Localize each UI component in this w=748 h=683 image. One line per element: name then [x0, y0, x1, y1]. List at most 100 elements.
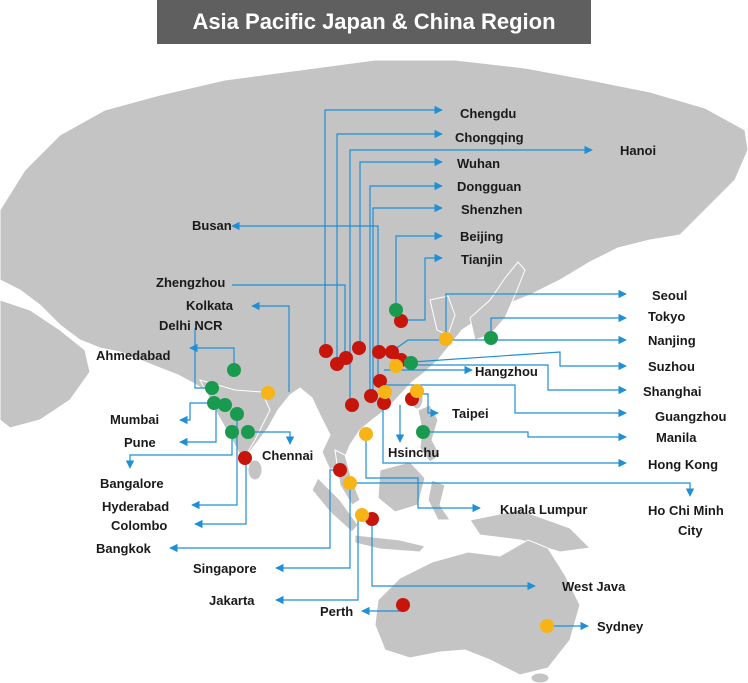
- line-shanghai: [396, 364, 627, 395]
- line-chongqing: [336, 129, 443, 357]
- marker-green: [227, 363, 241, 377]
- marker-green: [218, 398, 232, 412]
- line-hongkong: [382, 400, 627, 468]
- marker-red: [333, 463, 347, 477]
- marker-red: [396, 598, 410, 612]
- line-chengdu: [324, 105, 443, 350]
- label-wuhan: Wuhan: [457, 156, 500, 171]
- line-hanoi: [349, 145, 593, 403]
- label-ho-chi-minh-city: Ho Chi Minh City: [648, 503, 727, 538]
- label-perth: Perth: [320, 604, 353, 619]
- line-tianjin: [401, 253, 443, 321]
- label-dongguan: Dongguan: [457, 179, 521, 194]
- line-westjava: [371, 518, 536, 591]
- line-hyderabad: [191, 414, 238, 510]
- marker-green: [205, 381, 219, 395]
- line-hochiminh: [350, 482, 695, 497]
- label-hangzhou: Hangzhou: [475, 364, 538, 379]
- line-pune: [179, 410, 217, 447]
- marker-yellow: [439, 332, 453, 346]
- label-west-java: West Java: [562, 579, 626, 594]
- marker-red: [364, 389, 378, 403]
- city-markers: [205, 303, 554, 633]
- marker-yellow: [359, 427, 373, 441]
- line-dongguan: [369, 181, 443, 396]
- label-nanjing: Nanjing: [648, 333, 696, 348]
- label-tokyo: Tokyo: [648, 309, 685, 324]
- marker-red: [319, 344, 333, 358]
- marker-green: [484, 331, 498, 345]
- label-chongqing: Chongqing: [455, 130, 524, 145]
- label-mumbai: Mumbai: [110, 412, 159, 427]
- line-kolkata: [251, 301, 290, 392]
- title-banner: Asia Pacific Japan & China Region: [157, 0, 591, 44]
- line-mumbai: [179, 402, 212, 425]
- marker-yellow: [540, 619, 554, 633]
- line-suzhou: [411, 351, 627, 371]
- line-wuhan: [359, 157, 443, 347]
- label-chennai: Chennai: [262, 448, 313, 463]
- marker-red: [352, 341, 366, 355]
- line-shenzhen: [372, 203, 443, 395]
- page-title: Asia Pacific Japan & China Region: [192, 9, 556, 34]
- label-manila: Manila: [656, 430, 697, 445]
- label-hsinchu: Hsinchu: [388, 445, 439, 460]
- label-busan: Busan: [192, 218, 232, 233]
- marker-red: [394, 314, 408, 328]
- marker-red: [373, 374, 387, 388]
- label-shanghai: Shanghai: [643, 384, 702, 399]
- label-guangzhou: Guangzhou: [655, 409, 727, 424]
- line-chennai: [248, 431, 295, 445]
- marker-red: [345, 398, 359, 412]
- marker-red: [238, 451, 252, 465]
- marker-yellow: [389, 359, 403, 373]
- marker-green: [241, 425, 255, 439]
- label-chengdu: Chengdu: [460, 106, 516, 121]
- label-taipei: Taipei: [452, 406, 489, 421]
- line-busan: [231, 221, 379, 378]
- line-bangkok: [169, 469, 340, 553]
- marker-yellow: [378, 385, 392, 399]
- line-ahmedabad: [189, 343, 235, 370]
- marker-red: [372, 345, 386, 359]
- marker-yellow: [410, 384, 424, 398]
- label-ahmedabad: Ahmedabad: [96, 348, 170, 363]
- marker-yellow: [261, 386, 275, 400]
- label-bangalore: Bangalore: [100, 476, 164, 491]
- line-colombo: [194, 458, 247, 529]
- marker-green: [225, 425, 239, 439]
- marker-red: [339, 351, 353, 365]
- label-suzhou: Suzhou: [648, 359, 695, 374]
- label-kolkata: Kolkata: [186, 298, 234, 313]
- marker-green: [416, 425, 430, 439]
- label-kuala-lumpur: Kuala Lumpur: [500, 502, 587, 517]
- label-singapore: Singapore: [193, 561, 257, 576]
- label-seoul: Seoul: [652, 288, 687, 303]
- label-sydney: Sydney: [597, 619, 644, 634]
- line-guangzhou: [383, 384, 627, 418]
- line-kuala-lumpur: [365, 434, 481, 513]
- label-ho-chi-minh-city-line1: Ho Chi Minh: [648, 503, 724, 518]
- marker-green: [389, 303, 403, 317]
- label-ho-chi-minh-city-line2: City: [678, 523, 703, 538]
- line-manila: [423, 431, 627, 442]
- line-beijing: [395, 231, 443, 310]
- marker-red: [385, 345, 399, 359]
- label-jakarta: Jakarta: [209, 593, 255, 608]
- label-delhi-ncr: Delhi NCR: [159, 318, 223, 333]
- marker-green: [404, 356, 418, 370]
- marker-red: [377, 396, 391, 410]
- line-seoul: [445, 289, 627, 338]
- city-labels: Chengdu Chongqing Hanoi Wuhan Dongguan S…: [96, 106, 727, 634]
- label-colombo: Colombo: [111, 518, 167, 533]
- marker-yellow: [355, 508, 369, 522]
- label-hong-kong: Hong Kong: [648, 457, 718, 472]
- line-bangalore: [125, 432, 233, 469]
- marker-yellow: [343, 476, 357, 490]
- marker-green: [230, 407, 244, 421]
- line-tokyo: [490, 313, 627, 338]
- label-hanoi: Hanoi: [620, 143, 656, 158]
- label-zhengzhou: Zhengzhou: [156, 275, 225, 290]
- label-tianjin: Tianjin: [461, 252, 503, 267]
